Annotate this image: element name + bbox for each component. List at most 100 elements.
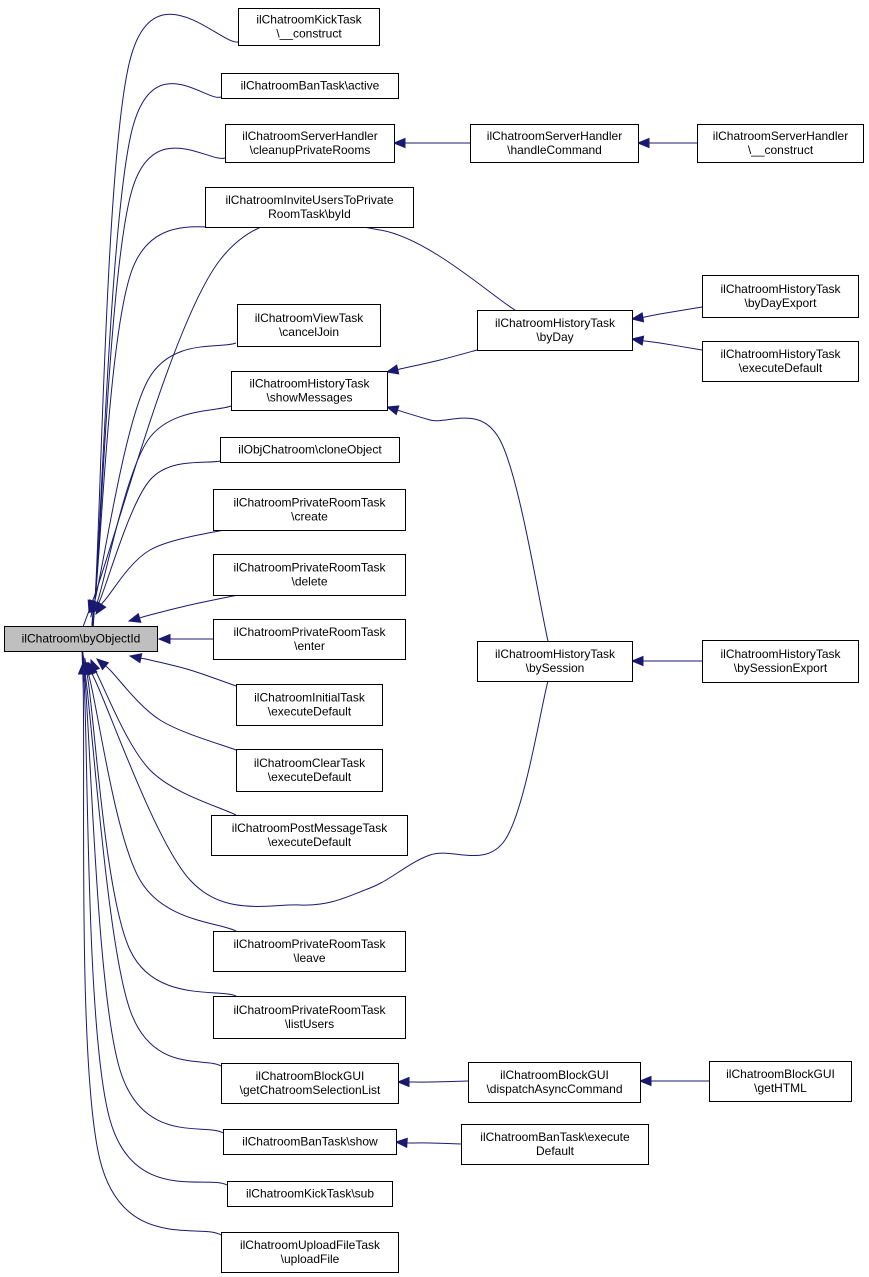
node-ban_show[interactable]: ilChatroomBanTask\show (223, 1129, 397, 1155)
node-label-line: \create (291, 510, 328, 524)
node-label-line: ilChatroomHistoryTask (249, 377, 370, 391)
arrowhead-clear_exec-to-root (95, 658, 110, 671)
node-label-line: \getHTML (754, 1081, 807, 1095)
node-label-line: ilChatroomServerHandler (487, 129, 622, 143)
arrowhead-hist_bysessionexport-to-hist_bysession (630, 655, 644, 667)
nodes-layer: ilChatroom\byObjectIdilChatroomKickTask\… (4, 8, 864, 1273)
node-box (231, 371, 388, 411)
node-sh_cleanup[interactable]: ilChatroomServerHandler\cleanupPrivateRo… (225, 124, 395, 163)
node-box (220, 437, 400, 463)
edge-block_dispatch-to-block_getlist (407, 1080, 469, 1083)
node-pr_delete[interactable]: ilChatroomPrivateRoomTask\delete (213, 554, 406, 596)
node-label-line: RoomTask\byId (268, 207, 351, 221)
node-box (225, 124, 395, 163)
node-hist_byday[interactable]: ilChatroomHistoryTask\byDay (477, 310, 633, 351)
node-hist_showmessages[interactable]: ilChatroomHistoryTask\showMessages (231, 371, 388, 411)
node-block_getlist[interactable]: ilChatroomBlockGUI\getChatroomSelectionL… (221, 1063, 399, 1104)
node-box (221, 1232, 399, 1273)
node-kick_sub[interactable]: ilChatroomKickTask\sub (227, 1181, 393, 1207)
arrowhead-ban_execute-to-ban_show (394, 1137, 408, 1149)
node-label-line: ilChatroomKickTask (256, 13, 362, 27)
node-label-line: ilChatroomPrivateRoomTask (233, 625, 386, 639)
arrowhead-pr_create-to-root (95, 601, 107, 616)
node-initial_exec[interactable]: ilChatroomInitialTask\executeDefault (236, 684, 383, 726)
node-label-line: \executeDefault (268, 835, 352, 849)
edge-hist_bydayexport-to-hist_byday (642, 306, 703, 318)
arrowhead-upload_file-to-root (77, 661, 89, 675)
node-label-line: \cancelJoin (279, 325, 339, 339)
node-block_dispatch[interactable]: ilChatroomBlockGUI\dispatchAsyncCommand (468, 1062, 641, 1103)
node-hist_bysessionexport[interactable]: ilChatroomHistoryTask\bySessionExport (702, 640, 859, 683)
edge-pr_leave-to-root (85, 662, 237, 932)
node-hist_bydayexport[interactable]: ilChatroomHistoryTask\byDayExport (702, 275, 859, 318)
node-box (213, 619, 406, 660)
edge-hist_bysession-to-hist_showmessages (397, 409, 549, 642)
node-label-line: \uploadFile (281, 1252, 340, 1266)
node-label-line: ilChatroomPrivateRoomTask (233, 496, 386, 510)
edge-clear_exec-to-root (104, 664, 237, 751)
node-post_exec[interactable]: ilChatroomPostMessageTask\executeDefault (211, 815, 408, 856)
node-ban_active[interactable]: ilChatroomBanTask\active (221, 73, 399, 99)
node-pr_leave[interactable]: ilChatroomPrivateRoomTask\leave (213, 931, 406, 972)
node-label-line: ilChatroomPrivateRoomTask (233, 561, 386, 575)
node-invite_byid[interactable]: ilChatroomInviteUsersToPrivateRoomTask\b… (205, 187, 414, 228)
node-label-line: ilChatroomBanTask\show (242, 1135, 378, 1149)
node-box (237, 304, 381, 347)
node-root[interactable]: ilChatroom\byObjectId (4, 626, 158, 652)
edges-layer (77, 13, 709, 1236)
node-label-line: ilChatroomHistoryTask (720, 347, 841, 361)
edge-hist_showmessages-to-root (93, 405, 232, 614)
node-label-line: \handleCommand (507, 143, 602, 157)
node-label-line: ilChatroomHistoryTask (720, 282, 841, 296)
node-label-line: ilChatroomServerHandler (713, 129, 848, 143)
node-box (223, 1129, 397, 1155)
node-box (236, 684, 383, 726)
node-label-line: ilChatroomKickTask\sub (246, 1187, 374, 1201)
node-label-line: \bySession (526, 661, 585, 675)
edge-invite_byid-to-root (91, 225, 234, 626)
node-block_gethtml[interactable]: ilChatroomBlockGUI\getHTML (709, 1061, 852, 1102)
node-sh_construct[interactable]: ilChatroomServerHandler\__construct (697, 124, 864, 163)
node-box (477, 641, 633, 682)
node-pr_listusers[interactable]: ilChatroomPrivateRoomTask\listUsers (213, 996, 406, 1039)
arrowhead-block_dispatch-to-block_getlist (396, 1076, 410, 1088)
node-label-line: \__construct (748, 143, 814, 157)
node-box (213, 554, 406, 596)
arrowhead-sh_handle-to-sh_cleanup (392, 137, 406, 149)
arrowhead-sh_construct-to-sh_handle (636, 137, 650, 149)
arrowhead-pr_delete-to-root (127, 612, 142, 623)
node-box (461, 1124, 649, 1165)
node-box (4, 626, 158, 652)
edge-pr_listusers-to-root (84, 657, 237, 997)
node-label-line: ilChatroomClearTask (254, 756, 366, 770)
node-view_canceljoin[interactable]: ilChatroomViewTask\cancelJoin (237, 304, 381, 347)
node-label-line: \dispatchAsyncCommand (486, 1082, 622, 1096)
edge-pr_create-to-root (100, 528, 229, 607)
node-upload_file[interactable]: ilChatroomUploadFileTask\uploadFile (221, 1232, 399, 1273)
node-box (702, 275, 859, 318)
node-hist_execdefault[interactable]: ilChatroomHistoryTask\executeDefault (702, 341, 859, 382)
node-label-line: \executeDefault (268, 770, 352, 784)
node-label-line: \executeDefault (268, 705, 352, 719)
node-pr_create[interactable]: ilChatroomPrivateRoomTask\create (213, 489, 406, 531)
edge-ban_active-to-root (91, 83, 222, 636)
arrowhead-pr_enter-to-root (157, 633, 171, 645)
node-box (227, 1181, 393, 1207)
node-pr_enter[interactable]: ilChatroomPrivateRoomTask\enter (213, 619, 406, 660)
node-label-line: \byDay (536, 330, 573, 344)
node-label-line: ilChatroomPostMessageTask (232, 821, 388, 835)
arrowhead-block_gethtml-to-block_dispatch (638, 1075, 652, 1087)
node-label-line: \getChatroomSelectionList (240, 1083, 381, 1097)
node-box (211, 815, 408, 856)
node-kick_construct[interactable]: ilChatroomKickTask\__construct (238, 8, 380, 46)
edge-upload_file-to-root (81, 642, 222, 1236)
node-sh_handle[interactable]: ilChatroomServerHandler\handleCommand (470, 124, 639, 163)
node-clear_exec[interactable]: ilChatroomClearTask\executeDefault (236, 749, 383, 792)
node-label-line: ilChatroomBlockGUI (726, 1067, 835, 1081)
node-ban_execute[interactable]: ilChatroomBanTask\executeDefault (461, 1124, 649, 1165)
node-obj_clone[interactable]: ilObjChatroom\cloneObject (220, 437, 400, 463)
node-label-line: \executeDefault (739, 361, 823, 375)
node-box (238, 8, 380, 46)
node-hist_bysession[interactable]: ilChatroomHistoryTask\bySession (477, 641, 633, 682)
node-label-line: ilChatroomInviteUsersToPrivate (225, 193, 393, 207)
